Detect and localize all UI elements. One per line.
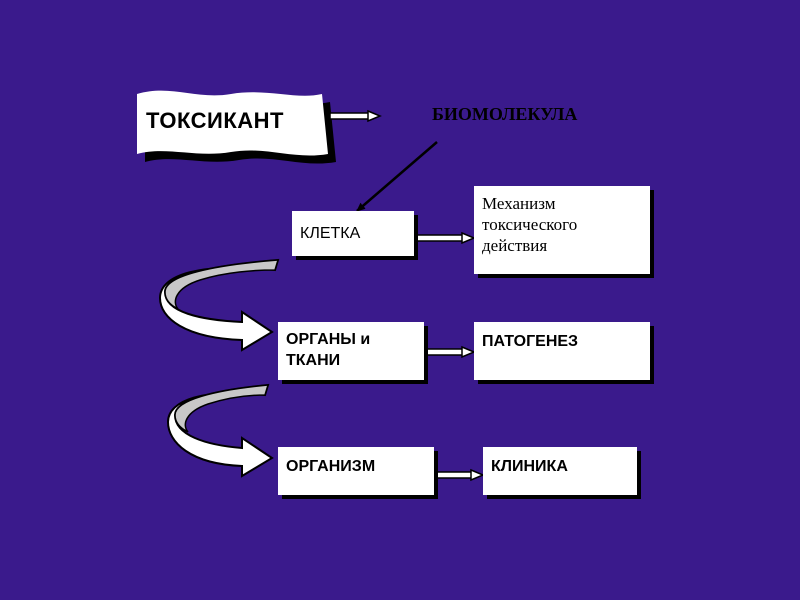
arrow-right-icon xyxy=(329,109,382,123)
pathogenesis-label: ПАТОГЕНЕЗ xyxy=(482,333,579,350)
mechanism-box: Механизм токсического действия xyxy=(474,186,650,274)
organs-line-1: ОРГАНЫ и xyxy=(286,331,371,348)
organs-line-2: ТКАНИ xyxy=(286,352,341,369)
curved-arrow-icon xyxy=(158,258,280,352)
organism-label: ОРГАНИЗМ xyxy=(286,458,376,475)
clinic-box: КЛИНИКА xyxy=(483,447,637,495)
mechanism-line-1: Механизм xyxy=(482,194,556,213)
diagonal-arrow-icon xyxy=(356,141,438,212)
toxicant-banner xyxy=(137,90,336,164)
curved-arrow-icon xyxy=(166,383,274,478)
arrow-right-icon xyxy=(424,345,476,359)
arrow-right-icon xyxy=(414,231,476,245)
mechanism-line-3: действия xyxy=(482,236,548,255)
toxicant-label: ТОКСИКАНТ xyxy=(146,108,284,133)
clinic-label: КЛИНИКА xyxy=(491,458,568,475)
organism-box: ОРГАНИЗМ xyxy=(278,447,434,495)
biomolecule-label: БИОМОЛЕКУЛА xyxy=(432,104,578,124)
pathogenesis-box: ПАТОГЕНЕЗ xyxy=(474,322,650,380)
mechanism-line-2: токсического xyxy=(482,215,578,234)
cell-label: КЛЕТКА xyxy=(300,225,361,242)
cell-box: КЛЕТКА xyxy=(292,211,414,256)
arrow-right-icon xyxy=(433,468,485,482)
organs-box: ОРГАНЫ и ТКАНИ xyxy=(278,322,424,380)
